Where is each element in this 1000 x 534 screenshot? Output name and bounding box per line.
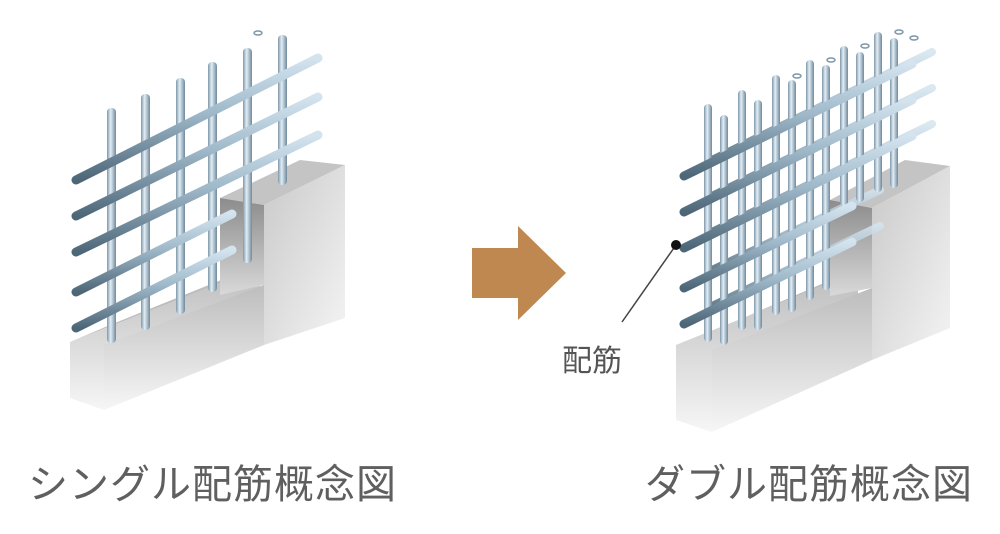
concrete-wall-right (872, 166, 950, 360)
caption-double-rebar: ダブル配筋概念図 (645, 462, 973, 508)
callout-leader-line (621, 244, 677, 323)
caption-single-rebar: シングル配筋概念図 (28, 462, 397, 508)
concrete-wall-front-lower (104, 285, 264, 410)
concrete-wall-front-lower (712, 288, 872, 432)
right-arrow-icon (472, 226, 566, 320)
concrete-wall-right (264, 165, 345, 345)
concrete-wall-notch (830, 200, 872, 296)
double-rebar-diagram (621, 29, 950, 432)
callout-dot (671, 240, 681, 250)
callout-label-rebar: 配筋 (562, 344, 622, 379)
horizontal-rebars-front (679, 59, 917, 329)
horizontal-rebars (71, 53, 323, 333)
concrete-wall-notch (220, 198, 264, 295)
single-rebar-diagram (70, 30, 345, 410)
